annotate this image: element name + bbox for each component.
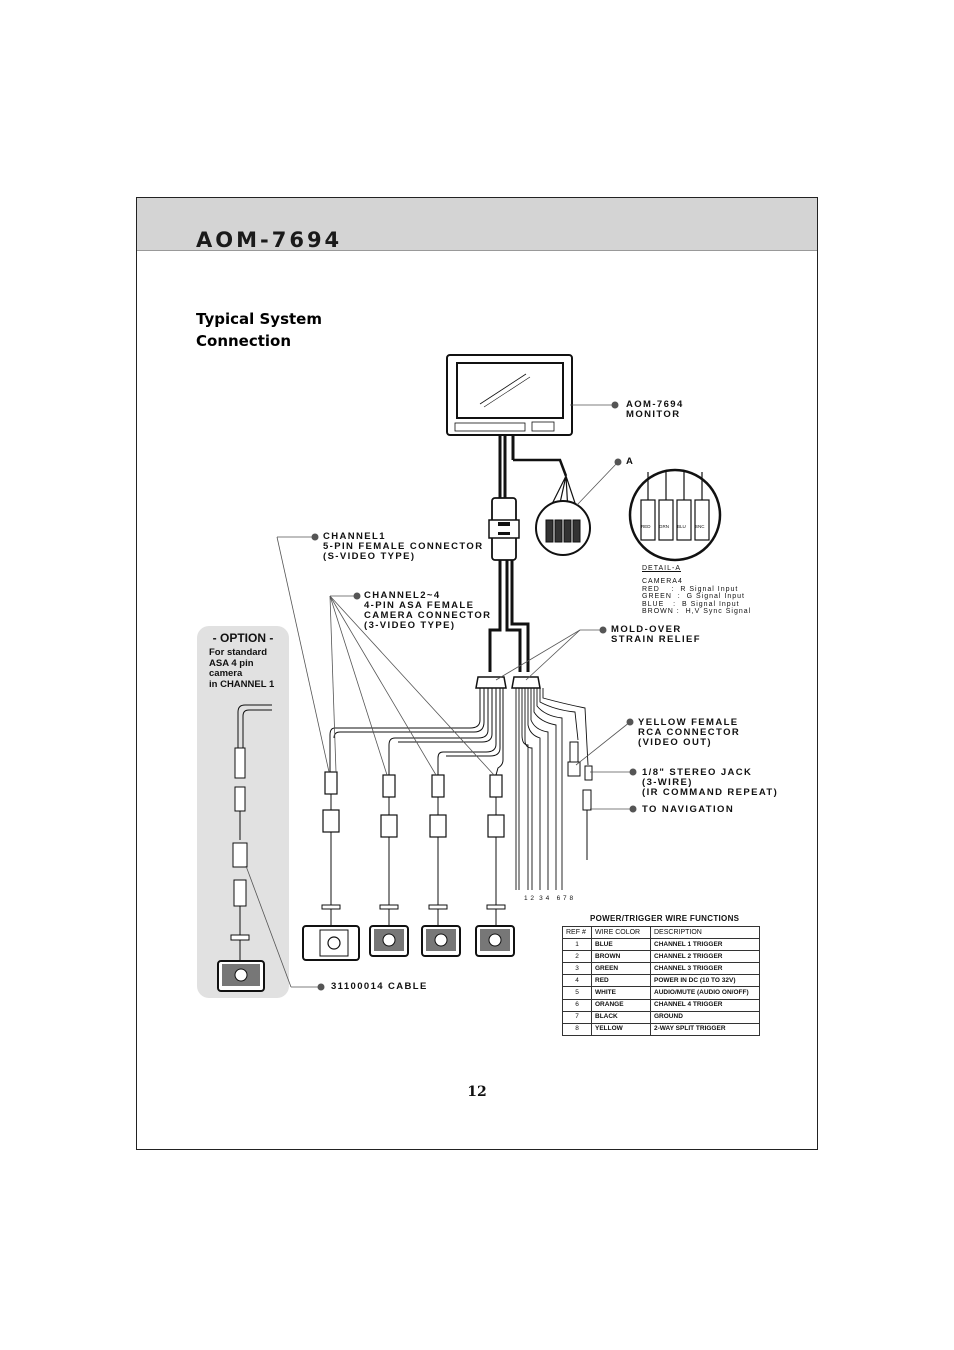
power-hub <box>511 676 593 890</box>
channel1-label: CHANNEL1 5-PIN FEMALE CONNECTOR (S-VIDEO… <box>323 531 484 562</box>
page-number: 12 <box>467 1084 487 1100</box>
desc-cell: POWER IN DC (10 TO 32V) <box>650 974 760 988</box>
rca-label-blue: BLU <box>677 524 686 529</box>
color-cell: ORANGE <box>591 998 651 1012</box>
detail-text: CAMERA4 RED : R Signal Input GREEN : G S… <box>642 578 752 615</box>
desc-cell: 2-WAY SPLIT TRIGGER <box>650 1022 760 1036</box>
yellow-rca-label: YELLOW FEMALE RCA CONNECTOR (VIDEO OUT) <box>638 717 741 748</box>
desc-cell: CHANNEL 3 TRIGGER <box>650 962 760 976</box>
detail-a-circle <box>628 468 722 562</box>
desc-cell: CHANNEL 2 TRIGGER <box>650 950 760 964</box>
desc-cell: AUDIO/MUTE (AUDIO ON/OFF) <box>650 986 760 1000</box>
ref-cell: 2 <box>562 950 592 964</box>
section-title-line1: Typical System <box>196 310 322 328</box>
video-hub <box>329 676 507 776</box>
wire-table-title: POWER/TRIGGER WIRE FUNCTIONS <box>590 914 740 923</box>
header-ref: REF # <box>562 925 592 940</box>
main-cable <box>498 435 579 513</box>
stereo-jack-label: 1/8" STEREO JACK (3-WIRE) (IR COMMAND RE… <box>642 767 779 798</box>
rca-label-green: GRN <box>659 524 669 529</box>
monitor-label: AOM-7694 MONITOR <box>626 399 684 420</box>
callout-dots <box>311 401 637 991</box>
rca-label-sync: SNC <box>695 524 705 529</box>
ref-cell: 6 <box>562 998 592 1012</box>
detail-a-label: A <box>626 456 635 467</box>
channel2-4-label: CHANNEL2~4 4-PIN ASA FEMALE CAMERA CONNE… <box>364 590 492 631</box>
camera-connectors <box>322 771 505 838</box>
callout-lines <box>245 404 631 988</box>
color-cell: BROWN <box>591 950 651 964</box>
option-title: - OPTION - <box>212 631 274 645</box>
rca-label-red: RED <box>641 524 651 529</box>
mold-over-label: MOLD-OVER STRAIN RELIEF <box>611 624 701 645</box>
color-cell: WHITE <box>591 986 651 1000</box>
color-cell: BLUE <box>591 938 651 952</box>
callout-dot <box>614 458 622 466</box>
desc-cell: CHANNEL 1 TRIGGER <box>650 938 760 952</box>
rca-bundle-circle <box>535 500 591 556</box>
navigation-label: TO NAVIGATION <box>642 804 735 815</box>
ref-cell: 1 <box>562 938 592 952</box>
color-cell: BLACK <box>591 1010 651 1024</box>
ref-cell: 7 <box>562 1010 592 1024</box>
section-title-line2: Connection <box>196 332 292 350</box>
model-title: AOM-7694 <box>196 228 343 252</box>
ref-cell: 5 <box>562 986 592 1000</box>
color-cell: YELLOW <box>591 1022 651 1036</box>
camera-cables <box>321 794 506 928</box>
option-camera-icon <box>217 960 265 992</box>
option-cable <box>230 704 272 962</box>
ref-cell: 8 <box>562 1022 592 1036</box>
ferrite-core <box>488 497 520 561</box>
header-desc: DESCRIPTION <box>650 925 760 940</box>
monitor-icon <box>446 354 573 436</box>
desc-cell: GROUND <box>650 1010 760 1024</box>
ref-cell: 3 <box>562 962 592 976</box>
ref-cell: 4 <box>562 974 592 988</box>
detail-title: DETAIL-A <box>642 565 681 572</box>
section-title: Typical System Connection <box>196 308 322 352</box>
cable-label: 31100014 CABLE <box>331 981 428 992</box>
page-frame: AOM-7694 Typical System Connection <box>136 197 818 1150</box>
pin-numbers: 1 2 3 4 6 7 8 <box>524 895 574 902</box>
table-header-row: REF # WIRE COLOR DESCRIPTION <box>562 925 760 940</box>
header-color: WIRE COLOR <box>591 925 651 940</box>
header-band <box>137 198 817 251</box>
desc-cell: CHANNEL 4 TRIGGER <box>650 998 760 1012</box>
color-cell: RED <box>591 974 651 988</box>
cable-to-hubs <box>488 560 530 672</box>
color-cell: GREEN <box>591 962 651 976</box>
camera-icons <box>302 925 515 961</box>
option-text: For standard ASA 4 pin camera in CHANNEL… <box>209 647 275 690</box>
